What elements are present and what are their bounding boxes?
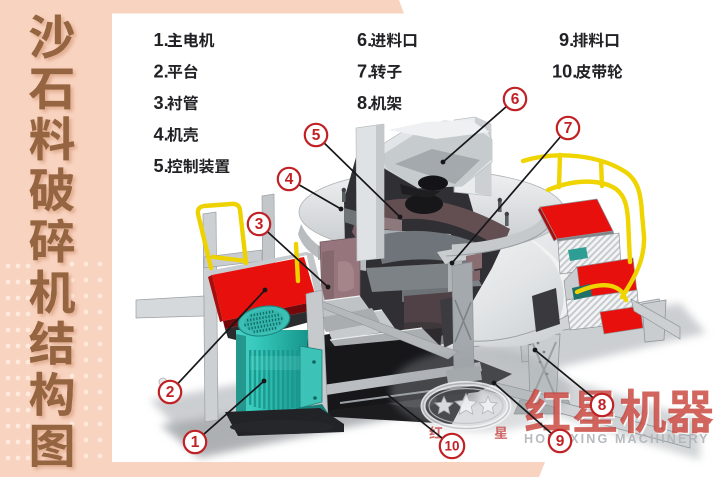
svg-text:5: 5 (312, 127, 321, 144)
svg-text:3.: 3. (154, 93, 169, 113)
svg-text:7: 7 (564, 120, 573, 137)
svg-text:1.: 1. (154, 30, 169, 50)
svg-text:10: 10 (444, 439, 459, 454)
svg-text:8: 8 (598, 397, 607, 414)
svg-text:9.: 9. (559, 30, 574, 50)
svg-text:2.: 2. (154, 62, 169, 82)
svg-text:1: 1 (191, 434, 200, 451)
svg-text:5.: 5. (154, 156, 169, 176)
svg-text:2: 2 (166, 384, 175, 401)
svg-text:8.: 8. (357, 93, 372, 113)
svg-text:9: 9 (556, 433, 565, 450)
svg-text:7.: 7. (357, 62, 372, 82)
svg-text:3: 3 (255, 216, 264, 233)
svg-text:6.: 6. (357, 30, 372, 50)
svg-text:6: 6 (511, 91, 520, 108)
svg-text:10.: 10. (552, 62, 577, 82)
svg-text:4.: 4. (154, 125, 169, 145)
svg-text:4: 4 (285, 171, 294, 188)
